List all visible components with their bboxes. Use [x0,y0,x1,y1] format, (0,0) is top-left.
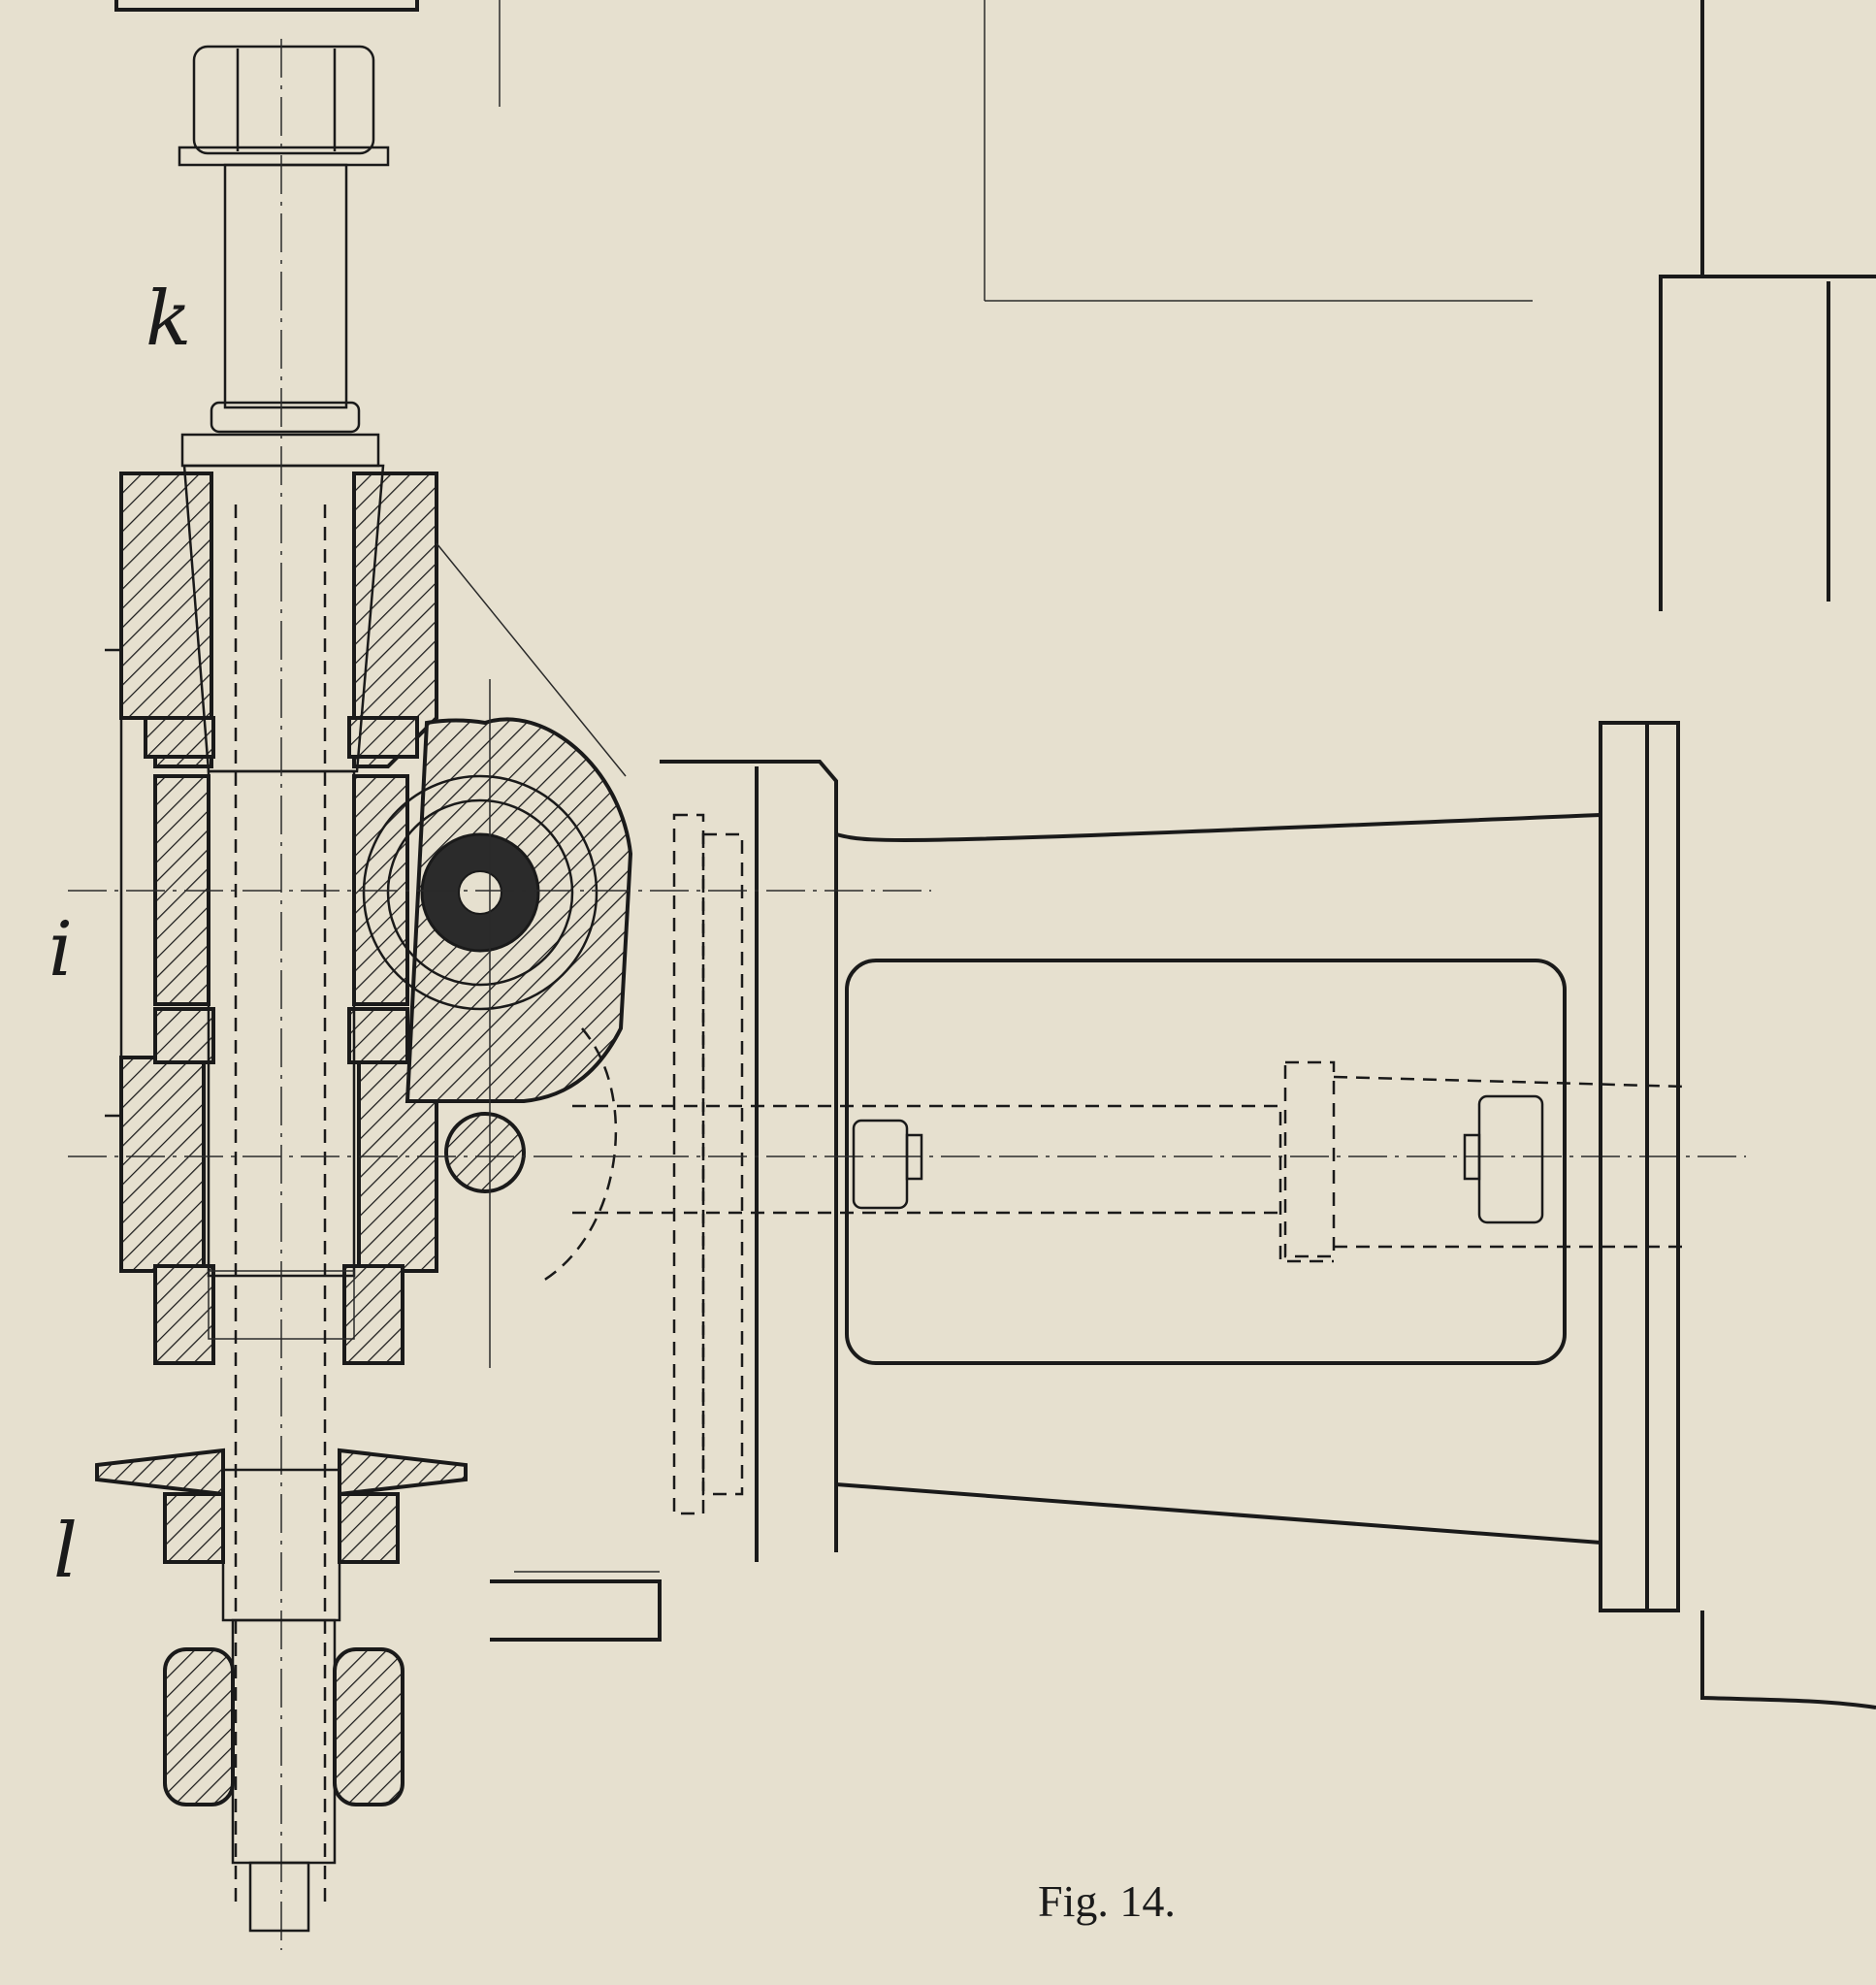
label-l: l [53,1508,78,1595]
top-plate [114,0,501,107]
label-i: i [49,906,73,993]
gear-casting [362,542,633,1368]
label-k: k [146,276,191,363]
flange-column [984,0,1876,1709]
cylinder [68,812,1746,1546]
housing-section [105,464,438,1365]
bracket [490,760,838,1642]
spindle-k [178,45,390,468]
spindle-axis [234,39,327,1950]
figure-caption: Fig. 14. [1038,1876,1176,1926]
bevel-gear-l [95,1448,468,1933]
